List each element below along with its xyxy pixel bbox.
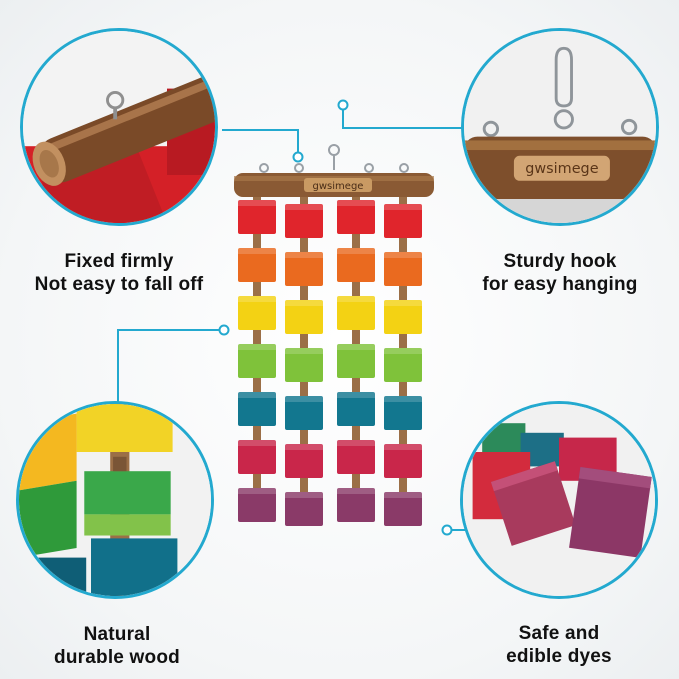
caption-hook-line2: for easy hanging [482,274,638,295]
toy-block-highlight [238,296,276,302]
toy-block-highlight [337,200,375,206]
toy-block [384,204,422,238]
bird-toy-image: gwsimege [234,144,434,526]
caption-hook: Sturdy hook for easy hanging [445,250,675,296]
toy-block [285,492,323,526]
toy-block [337,248,375,282]
caption-wood-line2: durable wood [54,647,180,668]
toy-block-highlight [238,344,276,350]
fixed-closeup-image [23,31,215,223]
toy-block-highlight [384,492,422,498]
toy-block-highlight [337,296,375,302]
toy-block-highlight [384,444,422,450]
detail-circle-wood [16,401,214,599]
toy-block [384,300,422,334]
detail-circle-fixed [20,28,218,226]
caption-wood-line1: Natural [83,624,151,645]
toy-block-highlight [384,396,422,402]
brand-engraving: gwsimege [313,181,364,192]
toy-block-highlight [384,300,422,306]
caption-fixed-line1: Fixed firmly [64,251,174,272]
toy-block [337,200,375,234]
toy-block [238,440,276,474]
caption-dyes: Safe and edible dyes [444,622,674,668]
toy-block-highlight [337,440,375,446]
caption-hook-line1: Sturdy hook [503,251,617,272]
toy-block-highlight [285,492,323,498]
toy-block-highlight [285,396,323,402]
toy-block [238,296,276,330]
toy-block [238,488,276,522]
toy-block [285,396,323,430]
toy-block [238,344,276,378]
toy-block-highlight [285,444,323,450]
toy-block [337,440,375,474]
toy-block [285,300,323,334]
toy-block [238,392,276,426]
toy-block-highlight [337,344,375,350]
toy-block-highlight [384,348,422,354]
toy-block [384,444,422,478]
toy-block [285,348,323,382]
hook-closeup-image: gwsimege [464,31,656,223]
toy-block-highlight [337,392,375,398]
toy-block [238,248,276,282]
toy-block-highlight [238,200,276,206]
toy-block-highlight [285,348,323,354]
toy-block [384,252,422,286]
toy-block-highlight [337,248,375,254]
toy-block-highlight [238,392,276,398]
wood-closeup-image [19,404,211,596]
caption-wood: Natural durable wood [2,623,232,669]
toy-block [285,444,323,478]
toy-block-highlight [337,488,375,494]
toy-block [337,296,375,330]
toy-block [337,392,375,426]
toy-block-highlight [285,252,323,258]
toy-block [238,200,276,234]
detail-circle-hook: gwsimege [461,28,659,226]
caption-dyes-line2: edible dyes [506,646,612,667]
toy-block [384,348,422,382]
toy-block-highlight [285,300,323,306]
toy-block [384,492,422,526]
toy-block-highlight [238,440,276,446]
hook-brand-engraving: gwsimege [525,161,598,177]
toy-block-highlight [238,248,276,254]
toy-block [384,396,422,430]
toy-block [285,252,323,286]
toy-block [337,344,375,378]
toy-block-highlight [238,488,276,494]
toy-block [337,488,375,522]
detail-circle-dyes [460,401,658,599]
toy-block-highlight [285,204,323,210]
dyes-closeup-image [463,404,655,596]
caption-fixed: Fixed firmly Not easy to fall off [4,250,234,296]
toy-block-highlight [384,252,422,258]
caption-dyes-line1: Safe and [518,623,600,644]
toy-block-highlight [384,204,422,210]
caption-fixed-line2: Not easy to fall off [34,274,204,295]
toy-block [285,204,323,238]
